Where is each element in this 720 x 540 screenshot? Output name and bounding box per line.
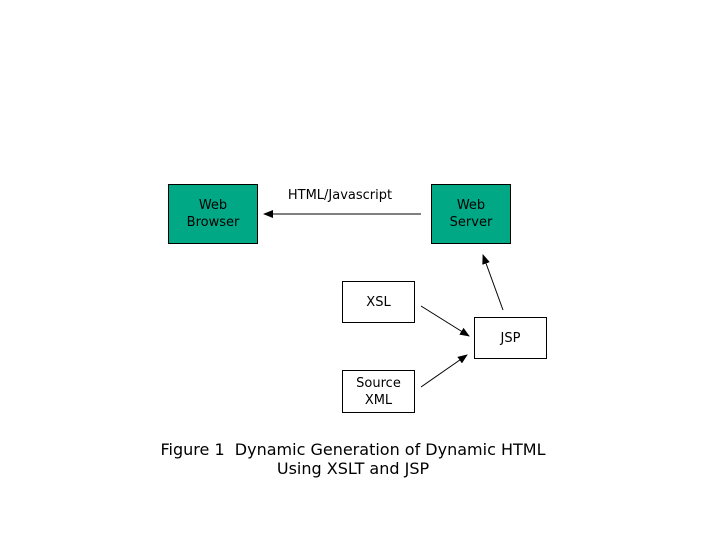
source-xml-node: Source XML bbox=[342, 370, 415, 413]
arrow-xsl-to-jsp bbox=[420, 305, 470, 337]
jsp-label: JSP bbox=[500, 330, 521, 346]
web-server-label-line-2: Server bbox=[449, 215, 493, 230]
arrow-jsp-to-server bbox=[482, 254, 504, 311]
caption-line-1: Figure 1 Dynamic Generation of Dynamic H… bbox=[160, 440, 546, 459]
jsp-node: JSP bbox=[474, 317, 547, 359]
xsl-label: XSL bbox=[366, 294, 391, 310]
web-browser-label-line-1: Web bbox=[198, 198, 228, 213]
web-server-node: Web Server bbox=[431, 184, 511, 244]
source-xml-label-line-2: XML bbox=[364, 392, 393, 408]
caption-line-2: Using XSLT and JSP bbox=[276, 459, 430, 478]
web-browser-label-line-2: Browser bbox=[186, 215, 240, 230]
source-xml-label-line-1: Source bbox=[356, 375, 401, 391]
xsl-node: XSL bbox=[342, 281, 415, 323]
edge-label-html-javascript: HTML/Javascript bbox=[287, 188, 393, 203]
web-browser-node: Web Browser bbox=[168, 184, 258, 244]
arrow-source-xml-to-jsp bbox=[420, 354, 468, 388]
figure-caption: Figure 1 Dynamic Generation of Dynamic H… bbox=[120, 440, 586, 478]
web-server-label-line-1: Web bbox=[456, 198, 486, 213]
